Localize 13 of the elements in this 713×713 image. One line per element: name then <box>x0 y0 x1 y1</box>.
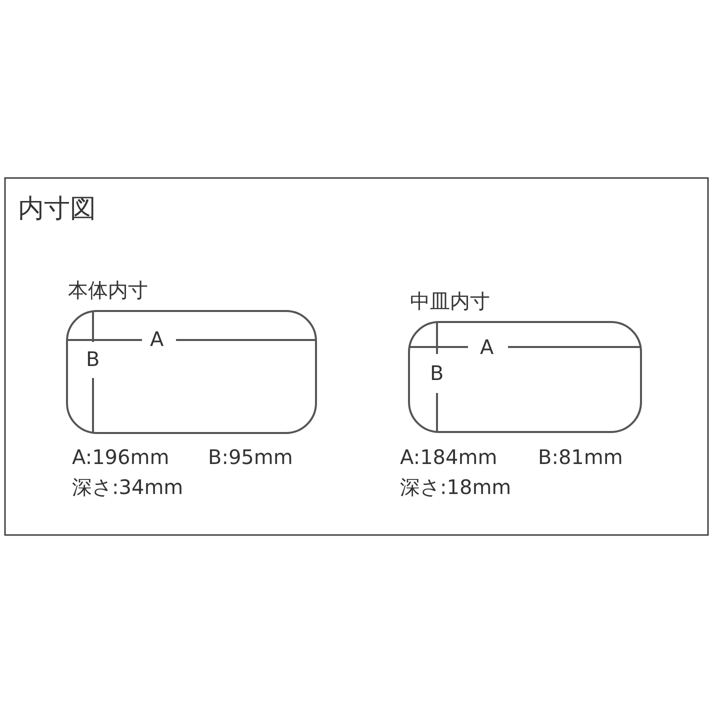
dimension-value: B:81mm <box>538 446 623 468</box>
depth-value: 深さ:18mm <box>400 476 512 498</box>
section-heading: 本体内寸 <box>68 279 148 301</box>
dimension-label: A <box>480 336 494 358</box>
dimension-label: A <box>150 328 164 350</box>
dimension-value: A:184mm <box>400 446 498 468</box>
dimension-value: A:196mm <box>72 446 170 468</box>
dimension-value: B:95mm <box>208 446 293 468</box>
dimension-label: B <box>430 362 444 384</box>
depth-value: 深さ:34mm <box>72 476 184 498</box>
diagram-title: 内寸図 <box>18 194 96 224</box>
section-heading: 中皿内寸 <box>410 290 490 312</box>
dimension-label: B <box>86 348 100 370</box>
